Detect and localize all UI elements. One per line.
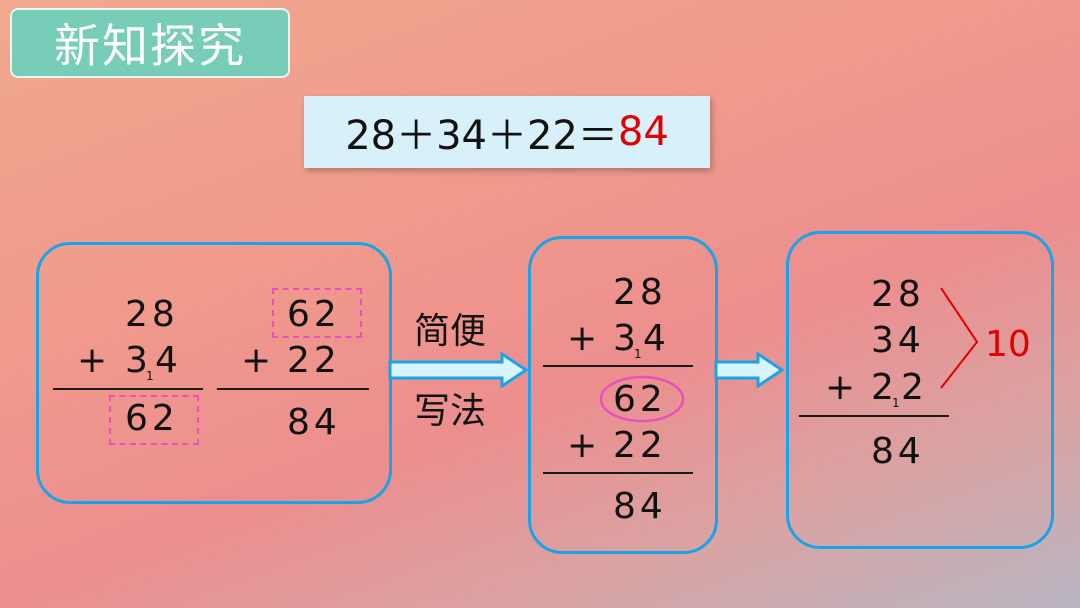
middle-result: 84 <box>613 486 667 527</box>
panel-stacked-three: 28 34 + 2 1 2 84 10 <box>786 231 1054 549</box>
col2-top-number: 62 <box>287 294 341 335</box>
arrow-label-line1: 简便 <box>414 311 487 352</box>
col2-plus-sign: + <box>241 340 276 381</box>
col1-mid-ones: 4 <box>155 340 182 381</box>
panel-combined-vertical: 28 + 3 1 4 62 + 22 84 <box>528 236 718 554</box>
right-top-number: 28 <box>871 274 925 315</box>
middle-sum-line-2 <box>543 472 693 474</box>
page-title: 新知探究 <box>10 8 290 78</box>
arrow-right-icon-2 <box>714 352 785 388</box>
right-bottom-tens: 2 <box>871 367 898 408</box>
middle-carry-digit: 1 <box>634 347 642 361</box>
col1-result: 62 <box>125 398 179 439</box>
equation-box: 28＋34＋22＝84 <box>304 96 710 168</box>
col1-carry-digit: 1 <box>146 369 154 383</box>
equation-expression: 28＋34＋22＝ <box>345 113 618 159</box>
col2-sum-line <box>217 388 369 390</box>
middle-plus-sign-1: + <box>567 318 602 359</box>
middle-mid-tens: 3 <box>613 318 640 359</box>
col2-mid-number: 22 <box>287 340 341 381</box>
arrow-label-line2: 写法 <box>414 391 487 432</box>
col1-result-highlight <box>109 395 199 445</box>
sum-ten-label: 10 <box>985 324 1031 365</box>
middle-sum-line-1 <box>543 365 693 367</box>
partial-sum-circle <box>599 375 685 423</box>
col2-top-highlight <box>272 288 362 338</box>
right-bottom-ones: 2 <box>901 367 928 408</box>
middle-mid2-number: 22 <box>613 425 667 466</box>
middle-top-number: 28 <box>613 272 667 313</box>
right-mid-number: 34 <box>871 320 925 361</box>
col1-mid-tens: 3 <box>125 340 152 381</box>
middle-partial-sum: 62 <box>613 379 667 420</box>
right-result: 84 <box>871 431 925 472</box>
col2-result: 84 <box>287 402 341 443</box>
panel-separate-addition: 28 + 3 1 4 62 62 + 22 84 <box>36 242 392 504</box>
middle-plus-sign-2: + <box>567 425 602 466</box>
arrow-right-icon <box>388 352 529 388</box>
sum-bracket-icon <box>940 287 979 389</box>
equation-answer: 84 <box>617 109 669 155</box>
right-plus-sign: + <box>825 367 860 408</box>
right-carry-digit: 1 <box>892 396 900 410</box>
col1-sum-line <box>53 388 203 390</box>
middle-mid-ones: 4 <box>643 318 670 359</box>
col1-plus-sign: + <box>77 340 112 381</box>
right-sum-line <box>799 415 949 417</box>
col1-top-number: 28 <box>125 294 179 335</box>
